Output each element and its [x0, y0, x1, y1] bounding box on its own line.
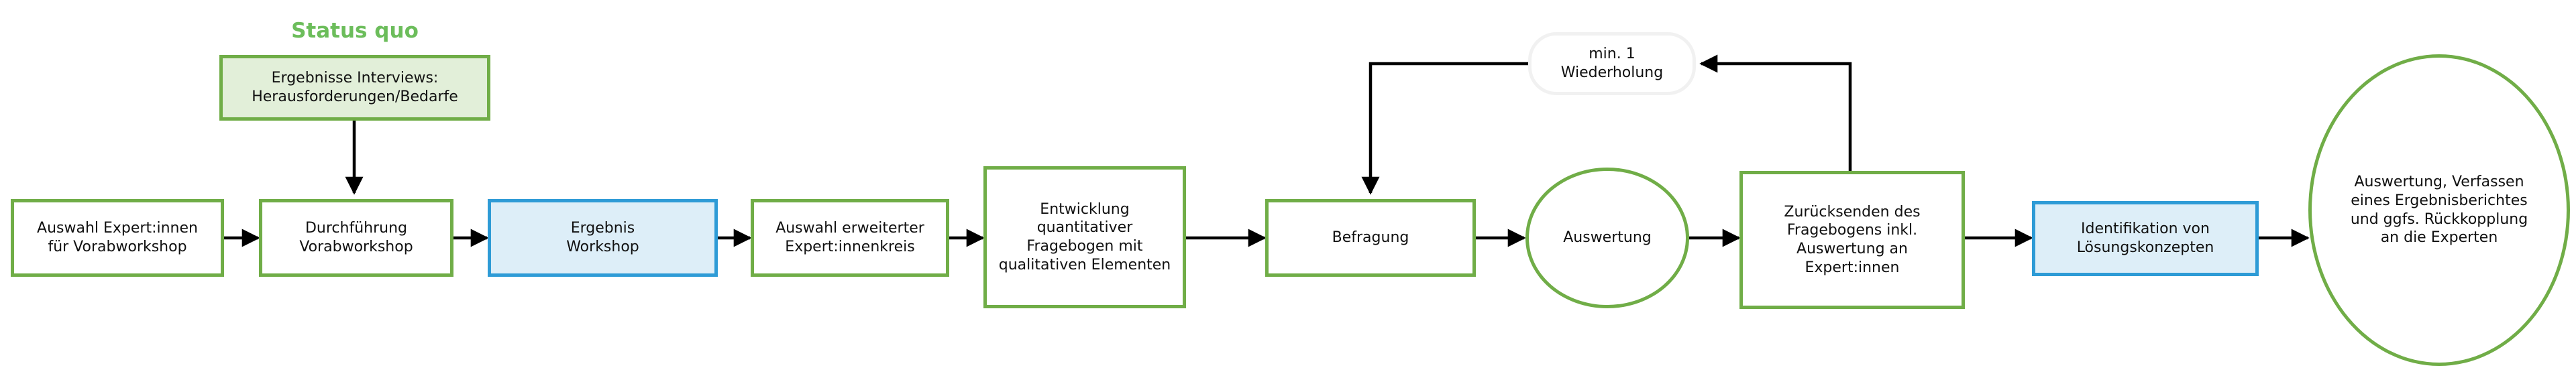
node-ergebnisse-interviews[interactable]: Ergebnisse Interviews: Herausforderungen… — [219, 55, 490, 121]
node-identifikation-loesungskonzepte[interactable]: Identifikation von Lösungskonzepten — [2032, 201, 2259, 276]
edge-loop-zuruecksenden-to-note — [1699, 54, 1852, 173]
section-title-status-quo: Status quo — [291, 19, 419, 43]
node-auswertung-ergebnisbericht[interactable]: Auswertung, Verfassen eines Ergebnisberi… — [2308, 54, 2570, 366]
node-auswertung[interactable]: Auswertung — [1525, 168, 1689, 308]
edge-loop-note-to-befragung — [1361, 62, 1528, 195]
node-entwicklung-fragebogen[interactable]: Entwicklung quantitativer Fragebogen mit… — [983, 166, 1186, 308]
node-ergebnis-workshop[interactable]: Ergebnis Workshop — [488, 199, 718, 277]
node-auswahl-erweiterter-kreis[interactable]: Auswahl erweiterter Expert:innenkreis — [751, 199, 949, 277]
node-wiederholung-note[interactable]: min. 1 Wiederholung — [1528, 32, 1696, 95]
node-zuruecksenden[interactable]: Zurücksenden des Fragebogens inkl. Auswe… — [1739, 171, 1965, 309]
node-durchfuehrung-vorabworkshop[interactable]: Durchführung Vorabworkshop — [259, 199, 453, 277]
node-befragung[interactable]: Befragung — [1265, 199, 1476, 277]
node-auswahl-expertinnen[interactable]: Auswahl Expert:innen für Vorabworkshop — [11, 199, 224, 277]
